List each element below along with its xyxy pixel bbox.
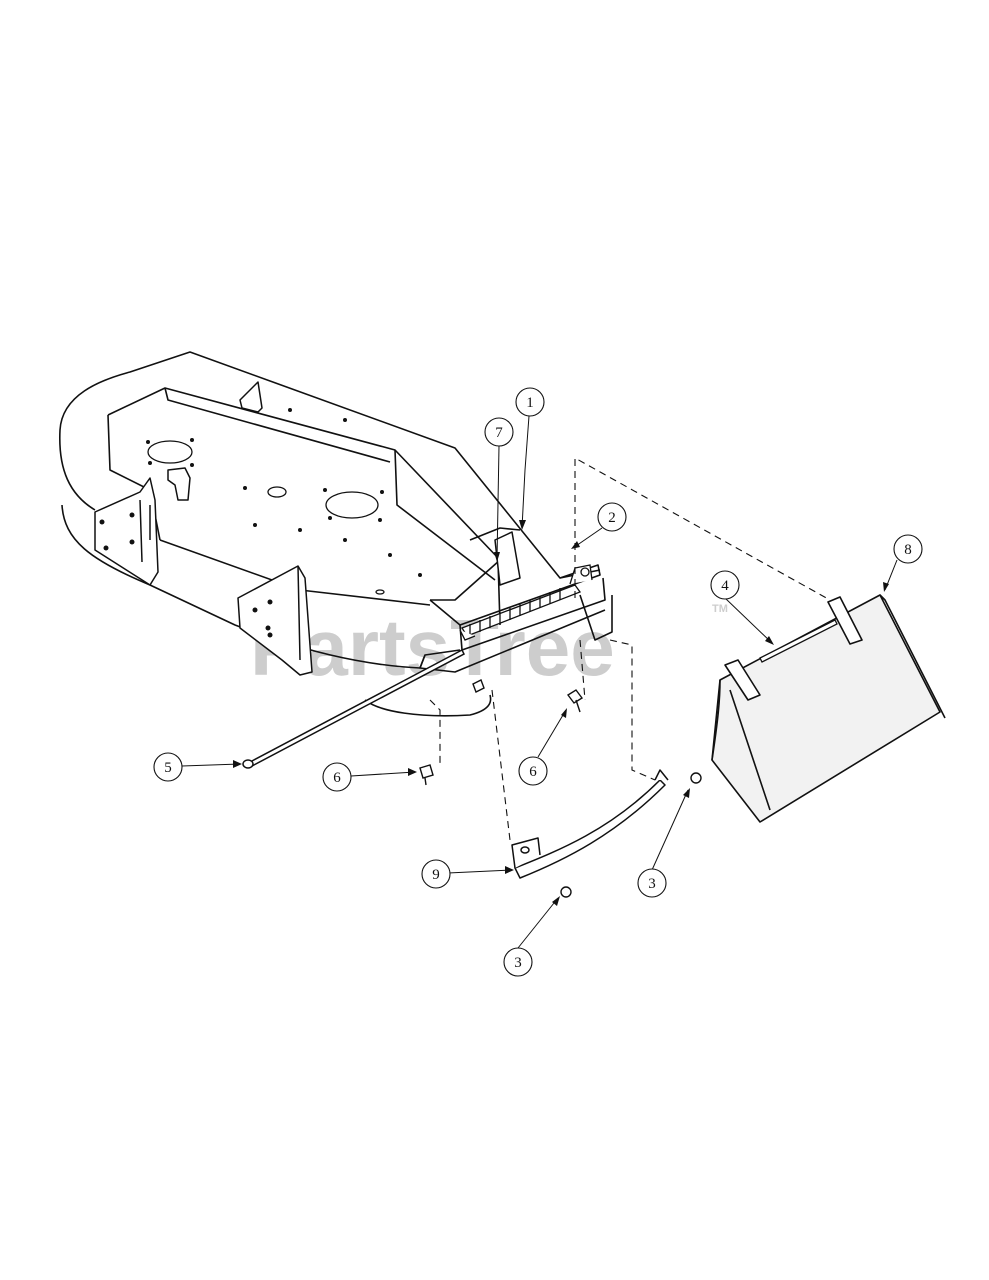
svg-text:7: 7	[495, 425, 503, 441]
callout-3-lower: 3	[503, 947, 533, 977]
callout-1: 1	[515, 387, 545, 417]
svg-text:6: 6	[333, 770, 341, 786]
hinge-pin	[759, 619, 838, 663]
watermark-tm: TM	[712, 603, 728, 615]
callout-2: 2	[597, 502, 627, 532]
svg-text:3: 3	[514, 955, 522, 971]
watermark: PartsTree TM	[250, 603, 728, 692]
callout-6-left: 6	[322, 762, 352, 792]
svg-text:5: 5	[164, 760, 172, 776]
nut-3-right	[690, 772, 702, 784]
deck-brackets	[94, 381, 521, 676]
deck-bolt-holes	[146, 408, 422, 577]
callout-9: 9	[421, 859, 451, 889]
svg-text:2: 2	[608, 510, 616, 526]
fasteners	[419, 679, 702, 898]
bolt-6-left	[419, 764, 434, 779]
callout-7: 7	[484, 417, 514, 447]
svg-text:9: 9	[432, 867, 440, 883]
nut-3-lower	[560, 886, 572, 898]
svg-text:6: 6	[529, 764, 537, 780]
callout-8: 8	[893, 534, 923, 564]
callout-5: 5	[153, 752, 183, 782]
hinge-spring	[459, 564, 593, 641]
svg-text:3: 3	[648, 876, 656, 892]
assembly-lines	[429, 457, 831, 841]
svg-text:1: 1	[526, 395, 534, 411]
spindle-holes	[147, 440, 385, 595]
bracket-holes	[99, 512, 273, 638]
callout-4: 4	[710, 570, 740, 600]
leader-arrows	[233, 520, 889, 906]
callouts: 1 2 3 3 4 5 6 6	[153, 387, 923, 977]
chute-support-bracket	[511, 769, 669, 879]
svg-text:8: 8	[904, 542, 912, 558]
hinge-rod	[242, 648, 465, 769]
bolt-6-right	[566, 689, 584, 704]
discharge-chute	[711, 594, 946, 823]
svg-text:4: 4	[721, 578, 729, 594]
callout-6-right: 6	[518, 756, 548, 786]
callout-3-right: 3	[637, 868, 667, 898]
